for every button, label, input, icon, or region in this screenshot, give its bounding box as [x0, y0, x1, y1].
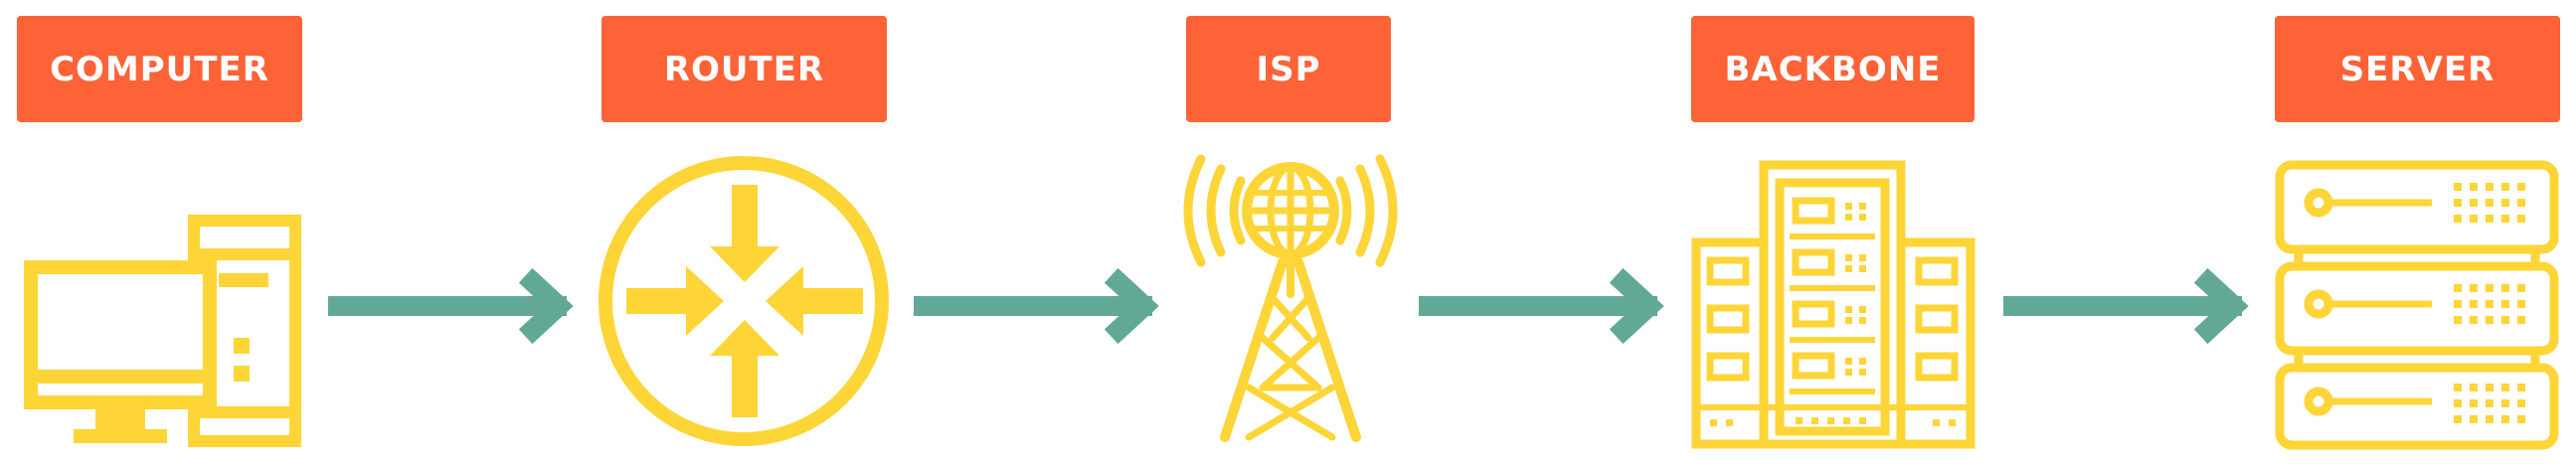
label-router: ROUTER: [601, 16, 887, 122]
arrow-isp-to-backbone: [1419, 267, 1664, 345]
label-backbone: BACKBONE: [1691, 16, 1975, 122]
data-center-icon: [1691, 160, 1975, 449]
server-rack-icon: [2275, 160, 2559, 450]
label-server: SERVER: [2275, 16, 2560, 122]
data-center-lights: [1710, 203, 1956, 426]
router-icon: [599, 156, 889, 446]
arrow-backbone-to-server: [2003, 267, 2249, 345]
label-isp: ISP: [1186, 16, 1391, 122]
arrow-computer-to-router: [328, 267, 574, 345]
server-lights: [2454, 183, 2525, 423]
desktop-computer-icon: [24, 215, 301, 447]
label-computer: COMPUTER: [17, 16, 302, 122]
radio-tower-icon: [1183, 154, 1398, 442]
arrow-router-to-isp: [914, 267, 1159, 345]
